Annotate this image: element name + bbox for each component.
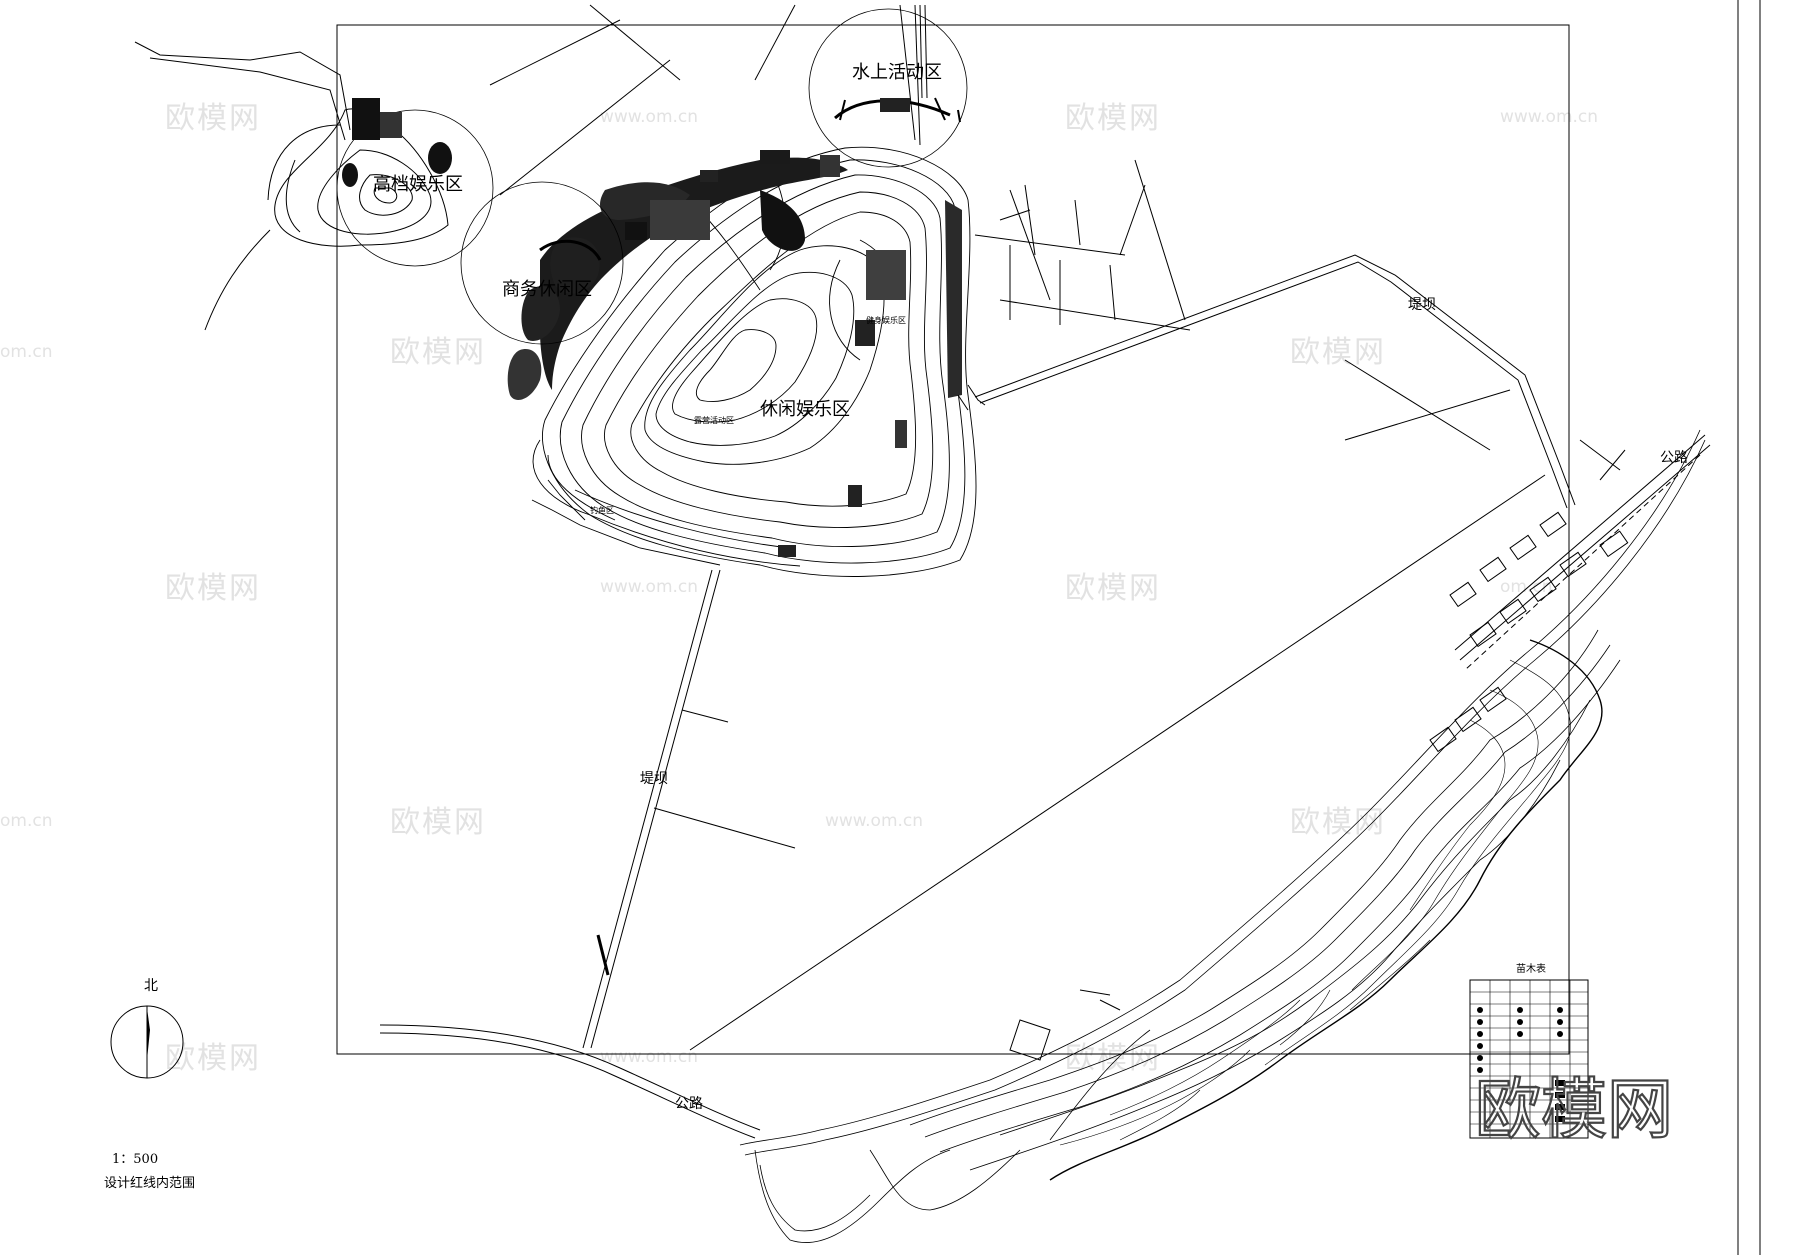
- label-road-right: 公路: [1660, 450, 1688, 466]
- watermark-brand: 欧模网: [1065, 1041, 1161, 1076]
- north-label: 北: [144, 978, 158, 994]
- north-arrow: 北: [110, 978, 184, 1079]
- watermark-url: www.om.cn: [600, 577, 698, 597]
- business-zone-ring: [460, 181, 624, 345]
- watermark-brand-large: 欧模网: [1475, 1071, 1673, 1148]
- watermark-brand: 欧模网: [165, 1041, 261, 1076]
- highway-bottom: [379, 989, 1121, 1139]
- watermark-url: www.om.cn: [600, 1047, 698, 1067]
- watermark-url: om.cn: [0, 811, 53, 831]
- watermark-brand: 欧模网: [1065, 571, 1161, 606]
- high-end-peninsula: [134, 41, 494, 331]
- watermark-brand: 欧模网: [165, 571, 261, 606]
- dam-lines: [582, 254, 1576, 1051]
- plant-table-title: 苗木表: [1516, 962, 1546, 975]
- sheet-border: [1737, 0, 1761, 1255]
- vegetation-clusters: [507, 150, 962, 557]
- hillside-hatching: [1049, 639, 1603, 1181]
- zone-label-camping: 露营活动区: [694, 415, 734, 425]
- water-activity-area: [808, 4, 968, 168]
- watermark-brand: 欧模网: [1290, 335, 1386, 370]
- watermark-url: www.om.cn: [600, 107, 698, 127]
- zone-label-leisure: 休闲娱乐区: [760, 399, 850, 420]
- label-dam-center: 堤坝: [640, 771, 668, 787]
- scope-label: 设计红线内范围: [104, 1176, 196, 1191]
- coastline-terrain: [739, 429, 1706, 1243]
- zone-label-high-end: 高档娱乐区: [373, 174, 463, 195]
- label-dam-right: 堤坝: [1408, 297, 1436, 313]
- roadside-buildings: [1429, 511, 1629, 753]
- watermark-brand: 欧模网: [390, 335, 486, 370]
- business-plaza: [539, 239, 602, 261]
- watermark-url: om.cn: [0, 342, 53, 362]
- zone-label-business: 商务休闲区: [502, 279, 592, 300]
- watermark-brand: 欧模网: [1290, 805, 1386, 840]
- highway-right: [1454, 434, 1711, 671]
- zone-label-water: 水上活动区: [852, 62, 942, 83]
- plant-table: 苗木表: [1469, 962, 1589, 1139]
- scale-label: 1：500: [112, 1152, 159, 1167]
- watermark-brand: 欧模网: [390, 805, 486, 840]
- watermark-brand: 欧模网: [1065, 101, 1161, 136]
- watermark-url: www.om.cn: [825, 811, 923, 831]
- zone-label-fishing: 钓鱼区: [590, 505, 614, 515]
- watermark-url: www.om.cn: [1500, 107, 1598, 127]
- island-outline-bits: [957, 384, 986, 411]
- zone-label-fitness: 健身娱乐区: [866, 315, 906, 325]
- label-road-bottom: 公路: [675, 1096, 703, 1112]
- watermark-brand: 欧模网: [165, 101, 261, 136]
- watermark-layer: 欧模网 www.om.cn 欧模网 www.om.cn om.cn 欧模网 欧模…: [0, 101, 1598, 1076]
- construction-lines: [489, 4, 1621, 471]
- design-boundary: [336, 24, 1570, 1055]
